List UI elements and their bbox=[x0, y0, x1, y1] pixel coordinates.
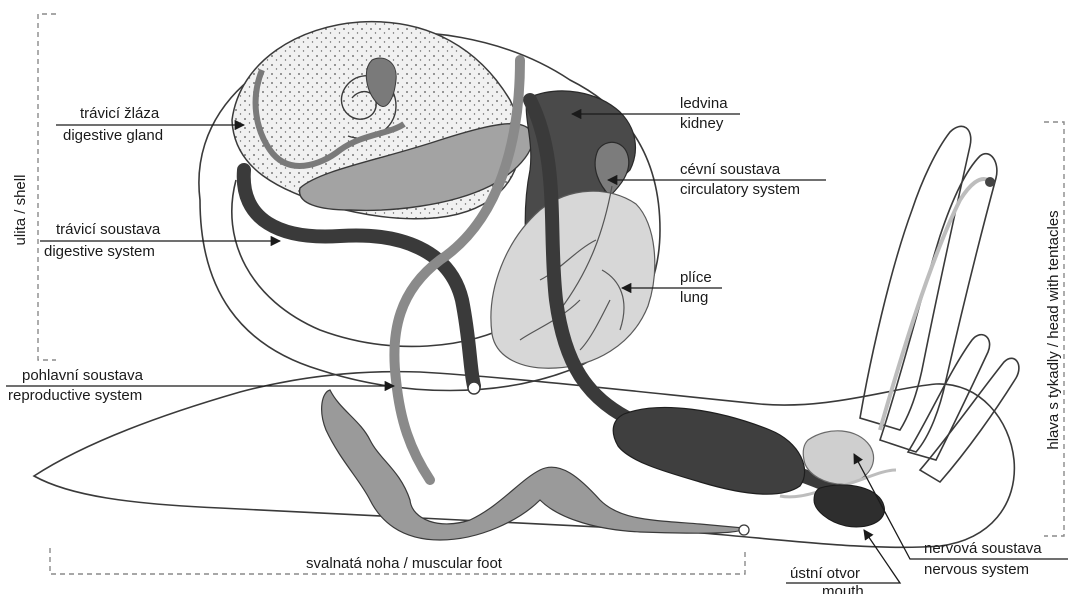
label-circulatory-en: circulatory system bbox=[680, 181, 800, 198]
label-circulatory-cz: cévní soustava bbox=[680, 161, 781, 178]
tentacle-upper-right bbox=[880, 154, 997, 452]
label-kidney-cz: ledvina bbox=[680, 95, 728, 112]
label-lung-en: lung bbox=[680, 289, 708, 306]
label-digestive-gland-en: digestive gland bbox=[63, 127, 163, 144]
label-kidney-en: kidney bbox=[680, 115, 724, 132]
leader-mouth bbox=[864, 530, 900, 583]
label-digestive-system-cz: trávicí soustava bbox=[56, 221, 161, 238]
label-reproductive-system-en: reproductive system bbox=[8, 387, 142, 404]
label-nervous-en: nervous system bbox=[924, 561, 1029, 578]
label-digestive-gland-cz: trávicí žláza bbox=[80, 105, 160, 122]
anus bbox=[468, 382, 480, 394]
tentacle-upper-left bbox=[860, 126, 971, 430]
label-digestive-system-en: digestive system bbox=[44, 243, 155, 260]
label-mouth-cz: ústní otvor bbox=[790, 565, 860, 582]
lung bbox=[491, 191, 655, 368]
salivary-mass bbox=[613, 407, 804, 494]
label-mouth-en: mouth bbox=[822, 583, 864, 594]
label-nervous-cz: nervová soustava bbox=[924, 540, 1042, 557]
region-head-tentacles: hlava s tykadly / head with tentacles bbox=[1045, 210, 1062, 449]
label-reproductive-system-cz: pohlavní soustava bbox=[22, 367, 144, 384]
shell-bracket bbox=[38, 14, 56, 360]
eye bbox=[985, 177, 995, 187]
region-shell: ulita / shell bbox=[12, 175, 29, 246]
label-lung-cz: plíce bbox=[680, 269, 712, 286]
genital-opening bbox=[739, 525, 749, 535]
region-muscular-foot: svalnatá noha / muscular foot bbox=[306, 555, 503, 572]
